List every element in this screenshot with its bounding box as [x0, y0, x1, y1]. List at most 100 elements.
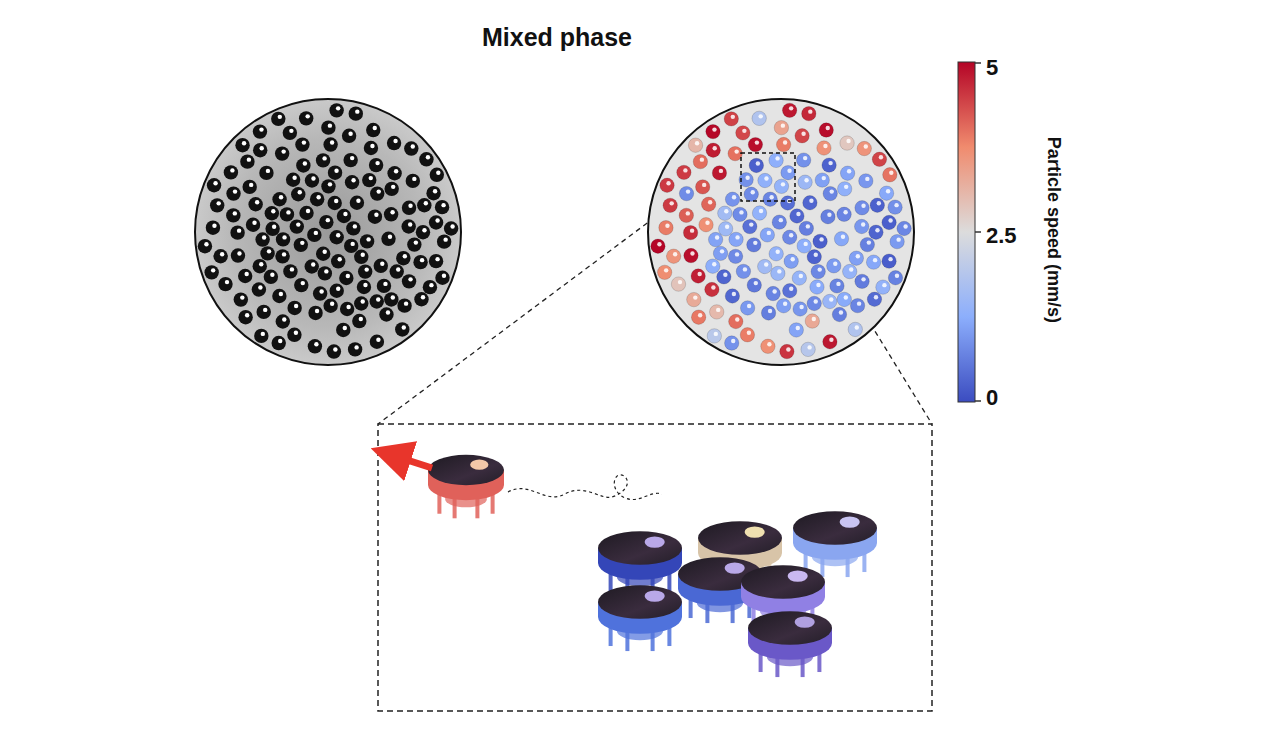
- particle: [774, 179, 788, 193]
- particle-highlight: [702, 183, 706, 187]
- particle-highlight: [775, 156, 779, 160]
- particle-highlight: [828, 161, 832, 165]
- particle: [657, 265, 671, 279]
- particle-highlight: [290, 267, 294, 271]
- particle-highlight: [817, 267, 821, 271]
- particle-highlight: [712, 127, 716, 131]
- particle: [684, 248, 698, 262]
- particle-highlight: [739, 210, 743, 214]
- particle-highlight: [422, 228, 426, 232]
- particle-highlight: [714, 332, 718, 336]
- particle: [231, 248, 245, 262]
- particle-highlight: [857, 301, 861, 305]
- particle: [855, 274, 869, 288]
- particle-highlight: [823, 144, 827, 148]
- particle: [206, 220, 220, 234]
- particle-highlight: [279, 292, 283, 296]
- particle-highlight: [903, 224, 907, 228]
- particle: [213, 249, 227, 263]
- particle: [671, 277, 685, 291]
- particle: [849, 251, 863, 265]
- particle-highlight: [683, 168, 687, 172]
- particle-highlight: [764, 176, 768, 180]
- particle-highlight: [324, 269, 328, 273]
- particle-highlight: [351, 178, 355, 182]
- particle-highlight: [690, 251, 694, 255]
- particle: [336, 323, 350, 337]
- particle-highlight: [772, 289, 776, 293]
- particle-highlight: [300, 241, 304, 245]
- particle-highlight: [302, 140, 306, 144]
- particle: [761, 339, 775, 353]
- particle-highlight: [380, 262, 384, 266]
- particle: [728, 249, 742, 263]
- particle-highlight: [272, 225, 276, 229]
- particle-highlight: [807, 345, 811, 349]
- particle: [801, 342, 815, 356]
- particle: [235, 138, 249, 152]
- particle: [763, 192, 777, 206]
- puck-top: [748, 611, 832, 645]
- particle-highlight: [258, 285, 262, 289]
- particle: [294, 278, 308, 292]
- particle-highlight: [861, 277, 865, 281]
- particle: [423, 280, 437, 294]
- particle: [888, 200, 902, 214]
- particle: [717, 270, 731, 284]
- particle-highlight: [756, 161, 760, 165]
- arena-outline: [648, 99, 914, 365]
- trajectory-trail: [508, 475, 662, 500]
- puck-top: [428, 455, 504, 485]
- particle-highlight: [435, 218, 439, 222]
- particle: [230, 225, 244, 239]
- particle: [701, 197, 715, 211]
- particle-highlight: [316, 195, 320, 199]
- particle: [417, 198, 431, 212]
- particle-highlight: [233, 211, 237, 215]
- particle-highlight: [735, 317, 739, 321]
- particle-highlight: [708, 200, 712, 204]
- particle-highlight: [814, 253, 818, 257]
- particle-highlight: [334, 168, 338, 172]
- particle: [758, 173, 772, 187]
- particle: [774, 120, 788, 134]
- particle-highlight: [732, 292, 736, 296]
- particle-highlight: [678, 280, 682, 284]
- particle: [396, 251, 410, 265]
- particle-highlight: [833, 262, 837, 266]
- particle-highlight: [779, 218, 783, 222]
- particle-highlight: [212, 223, 216, 227]
- particle: [802, 106, 816, 120]
- particle: [683, 225, 697, 239]
- particle-highlight: [376, 338, 380, 342]
- particle: [354, 250, 368, 264]
- particle-highlight: [336, 233, 340, 237]
- particle: [707, 329, 721, 343]
- particle-highlight: [686, 211, 690, 215]
- particle: [259, 166, 273, 180]
- particle-highlight: [261, 332, 265, 336]
- particle-highlight: [664, 268, 668, 272]
- particle: [736, 126, 750, 140]
- particle-highlight: [286, 210, 290, 214]
- particle-highlight: [359, 317, 363, 321]
- particle: [867, 292, 881, 306]
- particle: [323, 299, 337, 313]
- particle-highlight: [814, 299, 818, 303]
- particle-highlight: [894, 203, 898, 207]
- particle-highlight: [836, 282, 840, 286]
- particle-highlight: [412, 177, 416, 181]
- particle-highlight: [370, 144, 374, 148]
- particle: [651, 239, 665, 253]
- particle: [810, 280, 824, 294]
- particle: [879, 186, 893, 200]
- particle: [793, 302, 807, 316]
- particle: [752, 111, 766, 125]
- particle-highlight: [732, 195, 736, 199]
- particle: [348, 342, 362, 356]
- particle-highlight: [882, 283, 886, 287]
- particle: [821, 209, 835, 223]
- puck-top: [698, 521, 782, 555]
- particle: [789, 323, 803, 337]
- particle: [207, 178, 221, 192]
